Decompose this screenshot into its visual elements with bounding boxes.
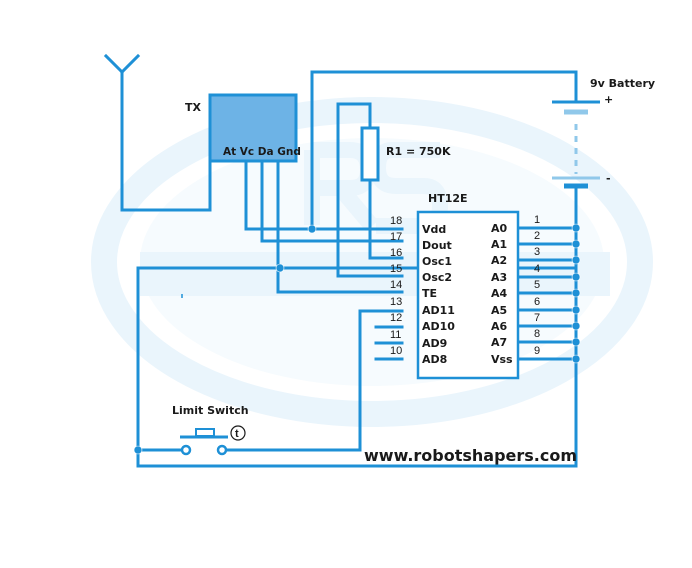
- ic-pin-number: 7: [534, 312, 540, 324]
- battery-minus: -: [606, 172, 611, 185]
- ic-pin-number: 6: [534, 296, 540, 308]
- ic-pin-number: 8: [534, 328, 540, 340]
- ic-pin-number: 1: [534, 214, 540, 226]
- antenna-icon: [103, 53, 141, 212]
- limit-switch-label: Limit Switch: [172, 404, 249, 417]
- ic-pin-number: 18: [390, 215, 402, 227]
- ic-pin-name: Osc2: [422, 271, 452, 284]
- ic-pin-number: 16: [390, 247, 402, 259]
- tx-module: [208, 93, 298, 163]
- ic-pin-number: 9: [534, 345, 540, 357]
- ic-pin-number: 10: [390, 345, 402, 357]
- website-label: www.robotshapers.com: [364, 446, 577, 465]
- ic-pin-name: A4: [491, 287, 508, 300]
- resistor-r1: [360, 126, 380, 182]
- ic-pin-number: 3: [534, 246, 540, 258]
- ic-label: HT12E: [428, 192, 468, 205]
- ic-pin-number: 12: [390, 312, 402, 324]
- limit-switch-symbol: [180, 425, 246, 456]
- resistor-label: R1 = 750K: [386, 145, 451, 158]
- ic-pin-number: 15: [390, 263, 402, 275]
- ic-pin-name: A6: [491, 320, 508, 333]
- ic-pin-number: 13: [390, 296, 402, 308]
- ic-pin-name: TE: [422, 287, 437, 300]
- ic-pin-number: 2: [534, 230, 540, 242]
- battery-plus: +: [604, 93, 613, 106]
- ic-pin-name: Osc1: [422, 255, 452, 268]
- ic-pin-name: AD10: [422, 320, 455, 333]
- ic-pin-name: A0: [491, 222, 508, 235]
- ic-pin-name: A2: [491, 254, 507, 267]
- ic-pin-name: Vss: [491, 353, 513, 366]
- ic-pin-number: 17: [390, 231, 402, 243]
- battery-symbol: [552, 100, 600, 189]
- watermark-logo: [91, 97, 653, 427]
- tx-pins-label: At Vc Da Gnd: [223, 146, 301, 158]
- ic-pin-number: 4: [534, 263, 540, 275]
- ic-pin-name: AD8: [422, 353, 447, 366]
- ic-pin-number: 5: [534, 279, 540, 291]
- tx-label: TX: [185, 101, 202, 114]
- ic-pin-name: Vdd: [422, 223, 446, 236]
- ht12e-ic: [416, 210, 520, 380]
- ic-pin-name: AD11: [422, 304, 455, 317]
- ic-pin-name: AD9: [422, 337, 447, 350]
- switch-symbol-text: t: [235, 428, 239, 440]
- ic-pin-name: A1: [491, 238, 507, 251]
- ic-pin-number: 14: [390, 279, 402, 291]
- battery-label: 9v Battery: [590, 77, 655, 90]
- ic-pin-name: A7: [491, 336, 507, 349]
- ic-pin-number: 11: [390, 329, 401, 341]
- junction-dots: [133, 223, 581, 455]
- ic-pin-name: Dout: [422, 239, 452, 252]
- ic-pin-name: A5: [491, 304, 507, 317]
- ic-pin-name: A3: [491, 271, 507, 284]
